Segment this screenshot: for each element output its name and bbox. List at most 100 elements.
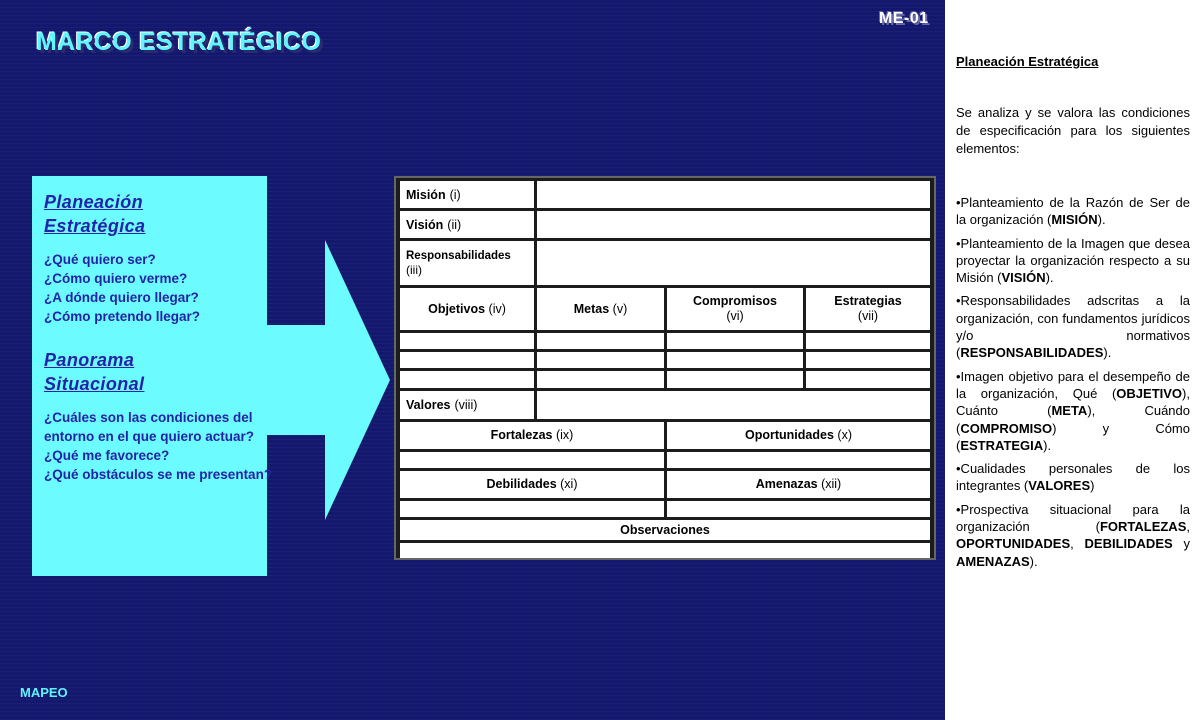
form-label-num: (xi)	[560, 477, 578, 491]
sidebar-text: ).	[1103, 345, 1112, 361]
sidebar-keyword: COMPROMISO	[960, 420, 1053, 436]
form-field-valores[interactable]	[537, 391, 930, 419]
sidebar-text: •Cualidades personales de los integrante…	[956, 461, 1190, 494]
sidebar-text: y	[1172, 536, 1190, 552]
question-item: ¿Cómo quiero verme?	[44, 271, 188, 286]
form-field-objetivos[interactable]	[400, 352, 534, 368]
sidebar-text: ), Cuándo (	[956, 403, 1190, 436]
sidebar-keyword: OPORTUNIDADES	[956, 536, 1071, 552]
form-field-responsabilidades[interactable]	[537, 241, 930, 285]
sidebar-list-item: •Prospectiva situacional para la organiz…	[956, 501, 1190, 570]
sidebar-text: •Planteamiento de la Imagen que desea pr…	[956, 235, 1190, 286]
form-field-estrategias[interactable]	[806, 333, 930, 349]
sidebar-list-item: •Planteamiento de la Razón de Ser de la …	[956, 194, 1190, 229]
sidebar-keyword: META	[1051, 403, 1088, 419]
panel-heading-planeacion: Planeación Estratégica	[44, 190, 294, 238]
form-label-num: (i)	[449, 187, 461, 202]
form-label-num: (iii)	[406, 263, 422, 277]
sidebar-text: ).	[1045, 270, 1054, 286]
form-header-line: Fortalezas (ix)	[491, 428, 574, 443]
question-item: ¿A dónde quiero llegar?	[44, 290, 199, 305]
form-field-vision[interactable]	[537, 211, 930, 238]
sidebar-keyword: MISIÓN	[1051, 212, 1098, 228]
sidebar-text: •Prospectiva situacional para la organiz…	[956, 501, 1190, 535]
form-field-estrategias[interactable]	[806, 371, 930, 388]
form-label-num: (vii)	[857, 309, 879, 323]
form-field-fortalezas[interactable]	[400, 452, 664, 468]
form-label-vision: Visión(ii)	[400, 211, 534, 238]
form-label-text: Debilidades	[486, 477, 557, 491]
slide-title: MARCO ESTRATÉGICO	[36, 28, 322, 56]
sidebar-text: •Planteamiento de la Razón de Ser de la …	[956, 195, 1190, 228]
info-panel	[32, 176, 267, 576]
panel-heading-line: Planeación	[44, 192, 144, 212]
sidebar-keyword: FORTALEZAS	[1099, 519, 1187, 535]
panel-text: Planeación Estratégica ¿Qué quiero ser? …	[44, 190, 294, 484]
form-label-text: Visión	[406, 217, 444, 232]
form-field-debilidades[interactable]	[400, 501, 664, 517]
form-field-oportunidades[interactable]	[667, 452, 930, 468]
sidebar-keyword: ESTRATEGIA	[960, 437, 1044, 453]
form-field-compromisos[interactable]	[667, 371, 803, 388]
form-label-text: Estrategias	[834, 294, 902, 308]
form-field-amenazas[interactable]	[667, 501, 930, 517]
form-label-num: (iv)	[488, 301, 506, 316]
form-field-compromisos[interactable]	[667, 352, 803, 368]
form-field-metas[interactable]	[537, 371, 664, 388]
form-header-oportunidades: Oportunidades (x)	[667, 422, 930, 449]
sidebar-intro: Se analiza y se valora las condiciones d…	[956, 105, 1190, 156]
form-header-compromisos: Compromisos (vi)	[667, 288, 803, 330]
sidebar-text: •Imagen objetivo para el desempeño de la…	[956, 368, 1190, 401]
right-arrow-icon	[265, 240, 390, 520]
form-header-line: Debilidades (xi)	[486, 477, 577, 492]
form-field-observaciones[interactable]	[400, 543, 930, 558]
form-label-text: Metas	[573, 301, 610, 316]
form-label-valores: Valores(viii)	[400, 391, 534, 419]
notes-sidebar	[945, 0, 1200, 720]
form-label-text: Fortalezas	[490, 428, 553, 442]
question-list-planeacion: ¿Qué quiero ser? ¿Cómo quiero verme? ¿A …	[44, 250, 294, 326]
sidebar-text: ).	[1097, 212, 1106, 228]
form-field-objetivos[interactable]	[400, 371, 534, 388]
form-label-num: (vi)	[726, 309, 744, 323]
question-list-panorama: ¿Cuáles son las condiciones del entorno …	[44, 408, 284, 484]
form-label-num: (ix)	[555, 428, 574, 442]
sidebar-keyword: RESPONSABILIDADES	[960, 345, 1104, 361]
footer-label: MAPEO	[20, 685, 68, 700]
form-label-text: Valores	[406, 398, 451, 412]
sidebar-text: ).	[1043, 437, 1052, 453]
sidebar-title: Planeación Estratégica	[956, 54, 1099, 69]
form-field-metas[interactable]	[537, 333, 664, 349]
panel-heading-panorama: Panorama Situacional	[44, 348, 294, 396]
panel-heading-line: Panorama	[44, 350, 135, 370]
form-header-line: Metas (v)	[574, 302, 628, 317]
panel-heading-line: Situacional	[44, 374, 145, 394]
form-header-metas: Metas (v)	[537, 288, 664, 330]
question-item: ¿Cuáles son las condiciones del entorno …	[44, 410, 255, 444]
sidebar-keyword: OBJETIVO	[1116, 385, 1183, 401]
form-field-metas[interactable]	[537, 352, 664, 368]
form-header-line: Amenazas (xii)	[756, 477, 841, 492]
sidebar-list: •Planteamiento de la Razón de Ser de la …	[956, 194, 1190, 576]
sidebar-keyword: AMENAZAS	[956, 553, 1030, 569]
form-field-mision[interactable]	[537, 181, 930, 208]
question-item: ¿Cómo pretendo llegar?	[44, 309, 201, 324]
form-label-mision: Misión(i)	[400, 181, 534, 208]
sidebar-text: ) y Cómo (	[956, 420, 1190, 453]
form-header-fortalezas: Fortalezas (ix)	[400, 422, 664, 449]
sidebar-list-item: •Responsabilidades adscritas a la organi…	[956, 292, 1190, 361]
form-label-num: (viii)	[454, 398, 478, 412]
form-label-text: Observaciones	[620, 522, 710, 537]
form-header-objetivos: Objetivos (iv)	[400, 288, 534, 330]
form-label-text: Compromisos	[692, 294, 778, 308]
sidebar-text: )	[1090, 478, 1095, 494]
form-label-text: Responsabilidades	[406, 250, 511, 262]
form-field-estrategias[interactable]	[806, 352, 930, 368]
form-header-amenazas: Amenazas (xii)	[667, 471, 930, 498]
form-field-objetivos[interactable]	[400, 333, 534, 349]
form-header-line: Objetivos (iv)	[428, 302, 506, 317]
strategic-form: Misión(i) Visión(ii) Responsabilidades(i…	[394, 176, 936, 560]
question-item: ¿Qué obstáculos se me presentan?	[44, 467, 273, 482]
form-field-compromisos[interactable]	[667, 333, 803, 349]
form-label-text: Amenazas	[755, 477, 818, 491]
